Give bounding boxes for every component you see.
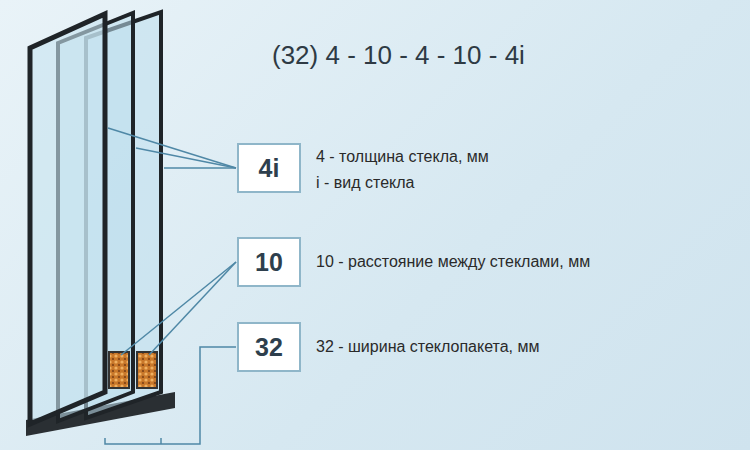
leader-line [108, 128, 236, 168]
dimension-value: 10 [255, 248, 283, 277]
width-bracket [160, 438, 162, 444]
width-bracket [105, 347, 236, 444]
spacer-frame [109, 352, 129, 388]
explanation-text: 32 - ширина стеклопакета, мм [316, 338, 540, 356]
dimension-box: 4i [237, 143, 301, 193]
explanation-text: i - вид стекла [316, 174, 414, 192]
glass-pane [30, 14, 105, 424]
leader-line [121, 262, 236, 355]
spacer-frame [137, 352, 157, 388]
dimension-value: 32 [255, 333, 283, 362]
explanation-text: 4 - толщина стекла, мм [316, 148, 489, 166]
dimension-box: 10 [237, 237, 301, 287]
dimension-box: 32 [237, 322, 301, 372]
dimension-value: 4i [259, 154, 280, 183]
formula-title: (32) 4 - 10 - 4 - 10 - 4i [272, 40, 525, 71]
explanation-text: 10 - расстояние между стеклами, мм [316, 253, 590, 271]
